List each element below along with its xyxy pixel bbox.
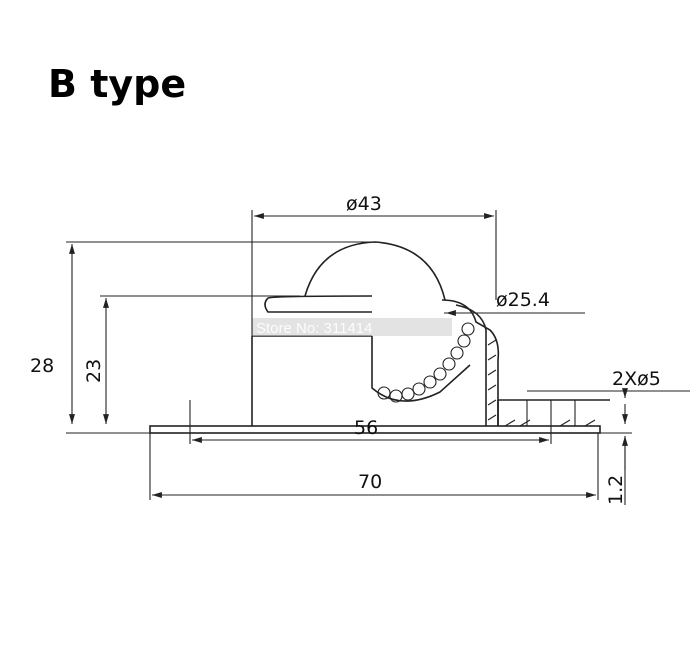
dim-hole-spacing: 56 [192, 417, 549, 443]
dim-plate-thickness-label: 1.2 [605, 475, 627, 505]
dim-height-total: 28 [30, 241, 372, 434]
dim-ball-diameter: ø25.4 [444, 289, 585, 316]
hole-lines [189, 400, 576, 444]
dim-base-width-label: 70 [358, 471, 382, 493]
dim-height-ball: 23 [83, 295, 300, 424]
watermark: Store No: 311414 [252, 318, 452, 337]
main-ball [264, 241, 446, 313]
dim-height-ball-label: 23 [83, 359, 105, 383]
dim-holes-label: 2Xø5 [612, 368, 661, 390]
dim-outer-diameter-label: ø43 [346, 193, 382, 215]
base-plate [149, 425, 601, 434]
dim-outer-diameter: ø43 [251, 193, 497, 336]
page-title: B type [48, 62, 187, 106]
dim-ball-diameter-label: ø25.4 [496, 289, 550, 311]
bearing-balls [377, 322, 475, 403]
dim-base-width: 70 [149, 433, 599, 500]
watermark-text: Store No: 311414 [256, 320, 372, 337]
dim-hole-spacing-label: 56 [354, 417, 378, 439]
dim-plate-thickness: 1.2 [600, 404, 632, 505]
dim-height-total-label: 28 [30, 355, 54, 377]
dim-holes: 2Xø5 [527, 368, 690, 398]
